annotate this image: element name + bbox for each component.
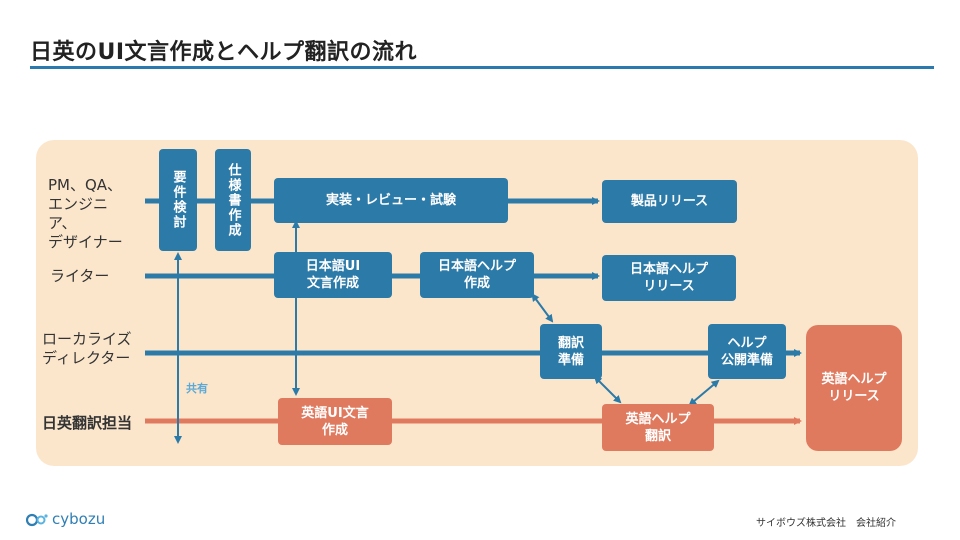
shared-label: 共有 [186,382,208,395]
box-requirements: 要件検討 [159,149,197,251]
lane-label-pm: PM、QA、 エンジニ ア、 デザイナー [48,176,123,252]
box-spec: 仕様書作成 [215,149,251,251]
lane-label-pm-line: PM、QA、 [48,176,123,194]
help-to-prep-arrow [531,293,554,323]
box-en-help-translation: 英語ヘルプ 翻訳 [602,404,714,451]
box-en-help-release: 英語ヘルプ リリース [806,325,902,451]
box-translation-prep: 翻訳 準備 [540,324,602,379]
box-help-publish-prep: ヘルプ 公開準備 [708,324,786,379]
lane-label-localization-line: ローカライズ [42,330,132,348]
box-ja-help: 日本語ヘルプ 作成 [420,252,534,298]
page-title: 日英のUI文言作成とヘルプ翻訳の流れ [30,40,418,65]
lane-label-pm-line: ア、 [48,214,77,232]
cybozu-logo: cybozu [26,510,105,528]
translation-to-publish-arrow [688,379,720,406]
lane-label-pm-line: デザイナー [48,233,123,251]
box-en-ui: 英語UI文言 作成 [278,398,392,445]
lane-label-translator: 日英翻訳担当 [42,414,133,432]
lane-label-localization: ローカライズ ディレクター [42,330,132,368]
footer-text: サイボウズ株式会社 会社紹介 [756,518,896,529]
box-release: 製品リリース [602,180,737,223]
box-ja-ui: 日本語UI 文言作成 [274,252,392,298]
box-ja-help-release: 日本語ヘルプ リリース [602,255,736,301]
lane-label-writer: ライター [50,267,110,285]
title-rule [30,66,934,69]
lane-label-localization-line: ディレクター [42,349,131,367]
logo-text: cybozu [52,510,106,528]
cybozu-logo-icon [26,513,48,527]
lane-label-pm-line: エンジニ [48,195,109,213]
prep-to-translation-arrow [593,375,622,404]
box-impl: 実装・レビュー・試験 [274,178,508,223]
